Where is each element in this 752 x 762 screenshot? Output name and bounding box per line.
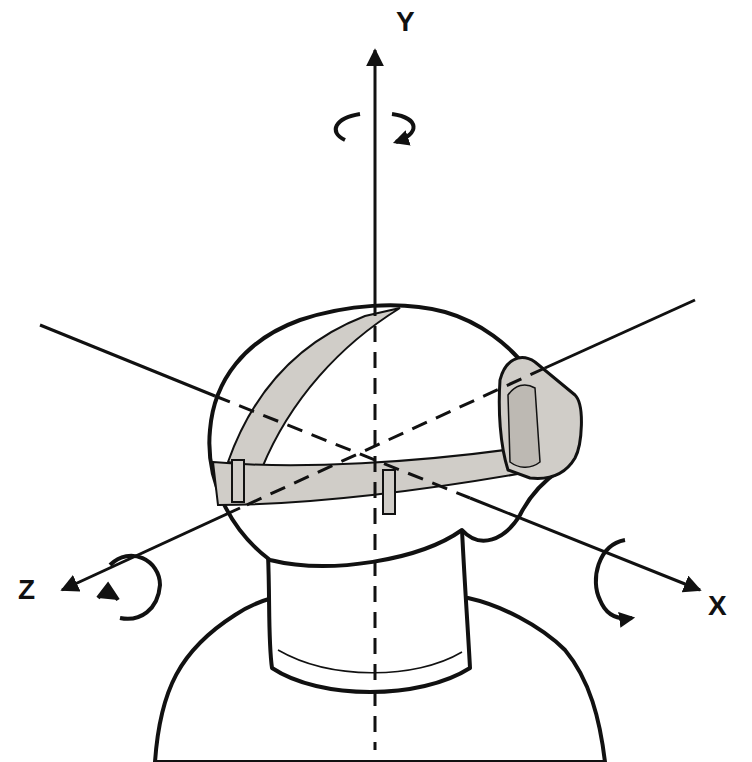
body bbox=[155, 530, 605, 762]
axis-label: Z bbox=[18, 576, 35, 604]
visor-side bbox=[508, 385, 540, 467]
axis-label: X bbox=[708, 592, 727, 620]
strap-buckle bbox=[383, 470, 395, 514]
rotation-arrows bbox=[98, 114, 632, 619]
headset-visor bbox=[499, 358, 581, 479]
strap-buckle bbox=[232, 460, 244, 502]
hidden-axes bbox=[215, 300, 545, 750]
axis-label: Y bbox=[396, 8, 415, 36]
